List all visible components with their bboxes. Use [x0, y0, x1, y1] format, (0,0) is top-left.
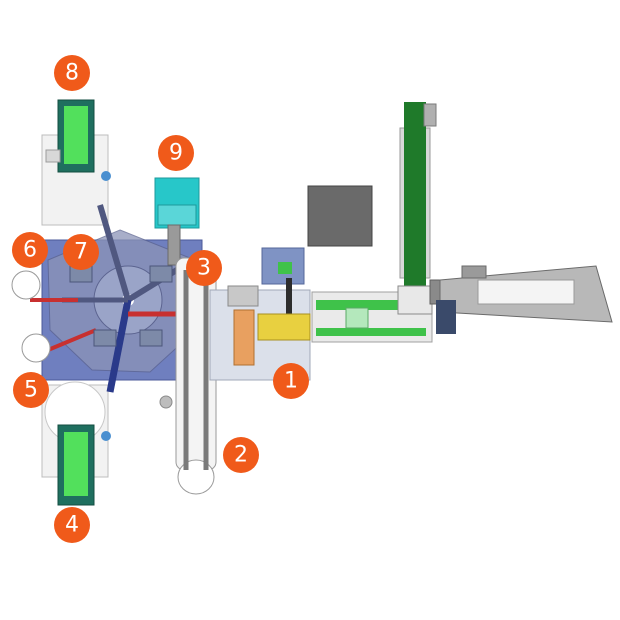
- marker-3-circle: [186, 250, 222, 286]
- upper-feeder-green-fill: [64, 106, 88, 164]
- marker-9-circle: [158, 135, 194, 171]
- lower-feeder-actuator: [101, 431, 111, 441]
- tool-block-4: [139, 329, 163, 347]
- left-reel-lower: [21, 333, 51, 363]
- marker-3-label: 3: [197, 256, 211, 281]
- upper-feeder-bracket: [45, 149, 61, 163]
- marker-2-circle: [223, 437, 259, 473]
- upper-feeder-actuator: [101, 171, 111, 181]
- marker-5-label: 5: [24, 378, 38, 403]
- lifting-unit-yellow-block: [257, 313, 311, 341]
- dial-arm-upper: [97, 204, 131, 301]
- vertical-conveyor-drive: [423, 103, 437, 127]
- marker-8-circle: [54, 55, 90, 91]
- marker-3: 3: [186, 250, 222, 286]
- marker-2: 2: [223, 437, 259, 473]
- vertical-conveyor-belt: [404, 102, 426, 288]
- control-cabinet: [307, 185, 373, 247]
- red-transfer-rod-lower: [47, 328, 97, 352]
- infeed-hopper-motor: [461, 265, 487, 279]
- cyan-station-column: [167, 224, 181, 266]
- marker-2-label: 2: [234, 443, 248, 468]
- marker-4: 4: [54, 507, 90, 543]
- conveyor-motor: [159, 395, 173, 409]
- infeed-belt-lower: [316, 328, 426, 336]
- lifting-unit-orange-arm: [233, 309, 255, 366]
- marker-6-circle: [12, 232, 48, 268]
- marker-5: 5: [13, 372, 49, 408]
- marker-5-circle: [13, 372, 49, 408]
- infeed-belt-upper: [316, 300, 426, 310]
- infeed-carriage: [345, 307, 369, 329]
- lifting-unit-indicator: [278, 262, 292, 274]
- upper-feeder-station: [41, 99, 111, 226]
- marker-1-label: 1: [284, 369, 298, 394]
- tool-block-2: [149, 265, 173, 283]
- infeed-hopper-stand: [436, 300, 456, 334]
- left-reel-upper: [11, 270, 41, 300]
- central-lifting-unit: [209, 247, 311, 381]
- marker-1: 1: [273, 363, 309, 399]
- marker-7-label: 7: [74, 240, 88, 265]
- marker-6: 6: [12, 232, 48, 268]
- marker-9: 9: [158, 135, 194, 171]
- lifting-unit-gripper: [227, 285, 259, 307]
- conveyor-end-roller: [177, 459, 215, 495]
- output-conveyor-loop: [159, 257, 242, 495]
- marker-8: 8: [54, 55, 90, 91]
- dial-arm-lower: [106, 299, 132, 393]
- marker-4-circle: [54, 507, 90, 543]
- vertical-green-conveyor: [397, 102, 437, 315]
- marker-6-label: 6: [23, 238, 37, 263]
- marker-9-label: 9: [169, 141, 183, 166]
- lower-feeder-station: [41, 381, 111, 506]
- lower-feeder-green-fill: [64, 432, 88, 496]
- cyan-station: [154, 177, 200, 266]
- marker-7: 7: [63, 234, 99, 270]
- marker-7-circle: [63, 234, 99, 270]
- infeed-hopper-rollers: [477, 279, 575, 305]
- tool-block-3: [93, 329, 117, 347]
- lifting-unit-column: [286, 278, 292, 328]
- marker-8-label: 8: [65, 61, 79, 86]
- right-infeed-hopper: [429, 265, 613, 334]
- marker-1-circle: [273, 363, 309, 399]
- vertical-conveyor-transfer: [397, 285, 433, 315]
- cyan-station-lower: [157, 204, 197, 226]
- marker-4-label: 4: [65, 513, 79, 538]
